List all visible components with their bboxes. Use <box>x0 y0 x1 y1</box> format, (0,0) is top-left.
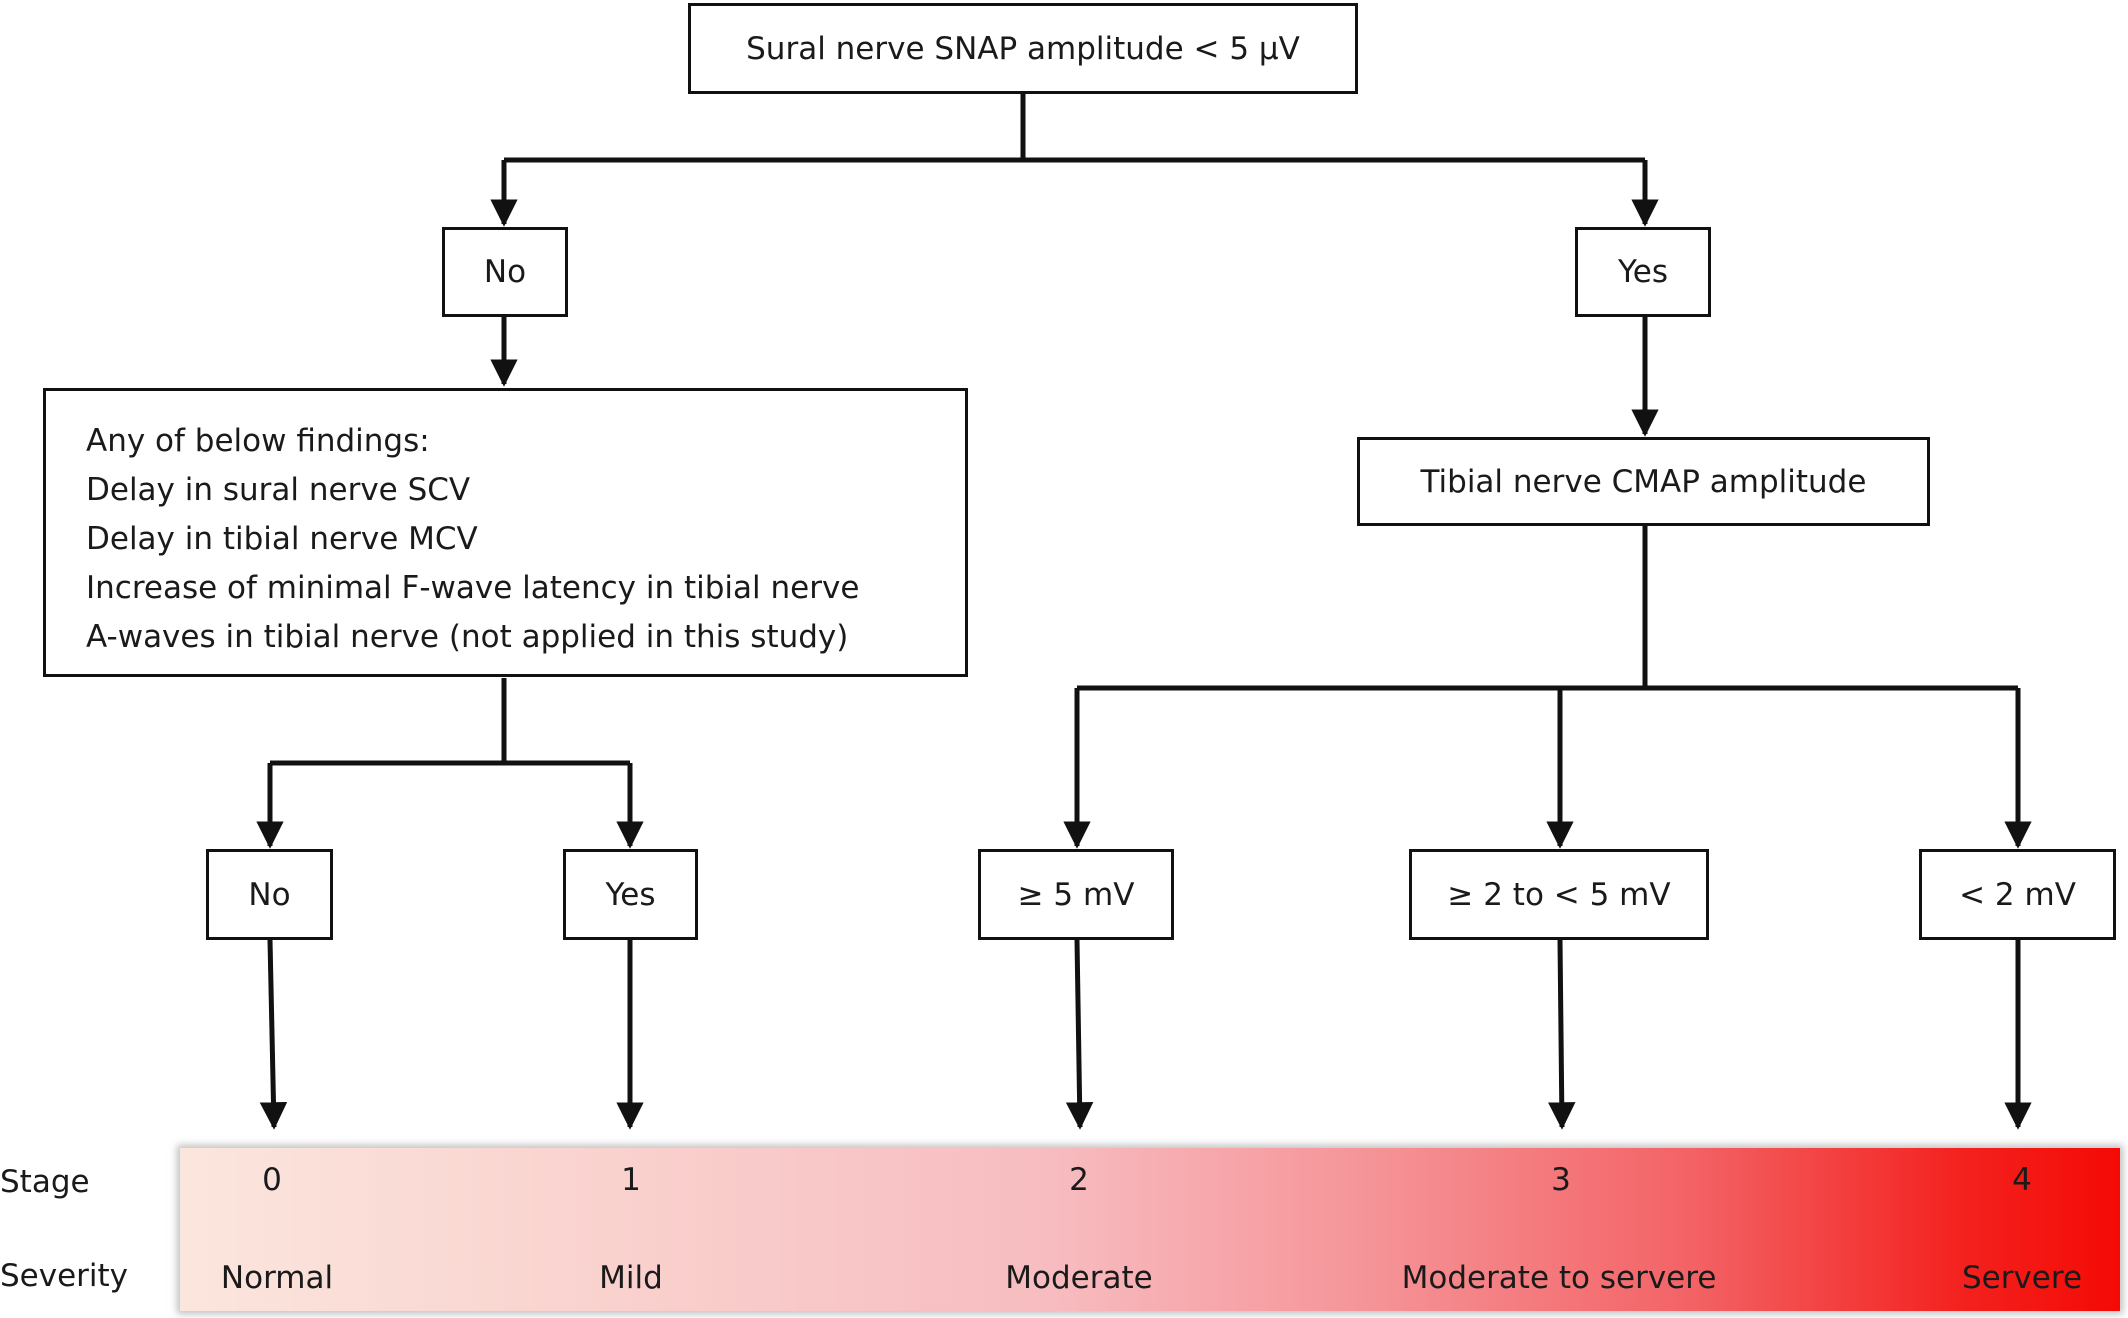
stage-4: 4 <box>2012 1162 2032 1198</box>
tibial-node: Tibial nerve CMAP amplitude <box>1357 437 1930 526</box>
stage-0: 0 <box>262 1162 282 1198</box>
finding-item-4: A-waves in tibial nerve (not applied in … <box>86 619 849 655</box>
severity-gradient-bar <box>180 1148 2120 1311</box>
outcome-yes-node: Yes <box>563 849 698 940</box>
outcome-2to5-label: ≥ 2 to < 5 mV <box>1447 876 1671 913</box>
outcome-ge5-label: ≥ 5 mV <box>1017 876 1135 913</box>
yes-node: Yes <box>1575 227 1711 317</box>
outcome-lt2-label: < 2 mV <box>1959 876 2076 913</box>
findings-title: Any of below findings: <box>86 423 430 459</box>
root-node: Sural nerve SNAP amplitude < 5 µV <box>688 3 1358 94</box>
stage-2: 2 <box>1069 1162 1089 1198</box>
stage-1: 1 <box>621 1162 641 1198</box>
arrow-outcome-2to5-to-stage <box>1547 939 1576 1130</box>
outcome-yes-label: Yes <box>605 876 656 913</box>
arrow-outcome-ge5-to-stage <box>1065 939 1094 1130</box>
outcome-no-node: No <box>206 849 333 940</box>
finding-item-2: Delay in tibial nerve MCV <box>86 521 478 557</box>
outcome-ge5-node: ≥ 5 mV <box>978 849 1174 940</box>
no-node: No <box>442 227 568 317</box>
no-node-label: No <box>483 254 527 290</box>
severity-mild: Mild <box>599 1260 663 1296</box>
tibial-node-label: Tibial nerve CMAP amplitude <box>1420 463 1867 500</box>
stage-3: 3 <box>1551 1162 1571 1198</box>
severity-moderate: Moderate <box>1005 1260 1153 1296</box>
root-node-label: Sural nerve SNAP amplitude < 5 µV <box>746 30 1300 67</box>
outcome-lt2-node: < 2 mV <box>1919 849 2116 940</box>
findings-node: Any of below findings: Delay in sural ne… <box>43 388 968 677</box>
severity-moderate-to-servere: Moderate to servere <box>1401 1260 1717 1296</box>
severity-normal: Normal <box>220 1260 334 1296</box>
finding-item-1: Delay in sural nerve SCV <box>86 472 471 508</box>
outcome-2to5-node: ≥ 2 to < 5 mV <box>1409 849 1709 940</box>
yes-node-label: Yes <box>1617 254 1669 290</box>
stage-row-label: Stage <box>0 1164 90 1200</box>
arrow-outcome-no-to-stage <box>259 939 288 1130</box>
outcome-no-label: No <box>248 876 291 913</box>
finding-item-3: Increase of minimal F-wave latency in ti… <box>86 570 860 606</box>
severity-servere: Servere <box>1961 1260 2083 1296</box>
severity-row-label: Severity <box>0 1258 129 1294</box>
